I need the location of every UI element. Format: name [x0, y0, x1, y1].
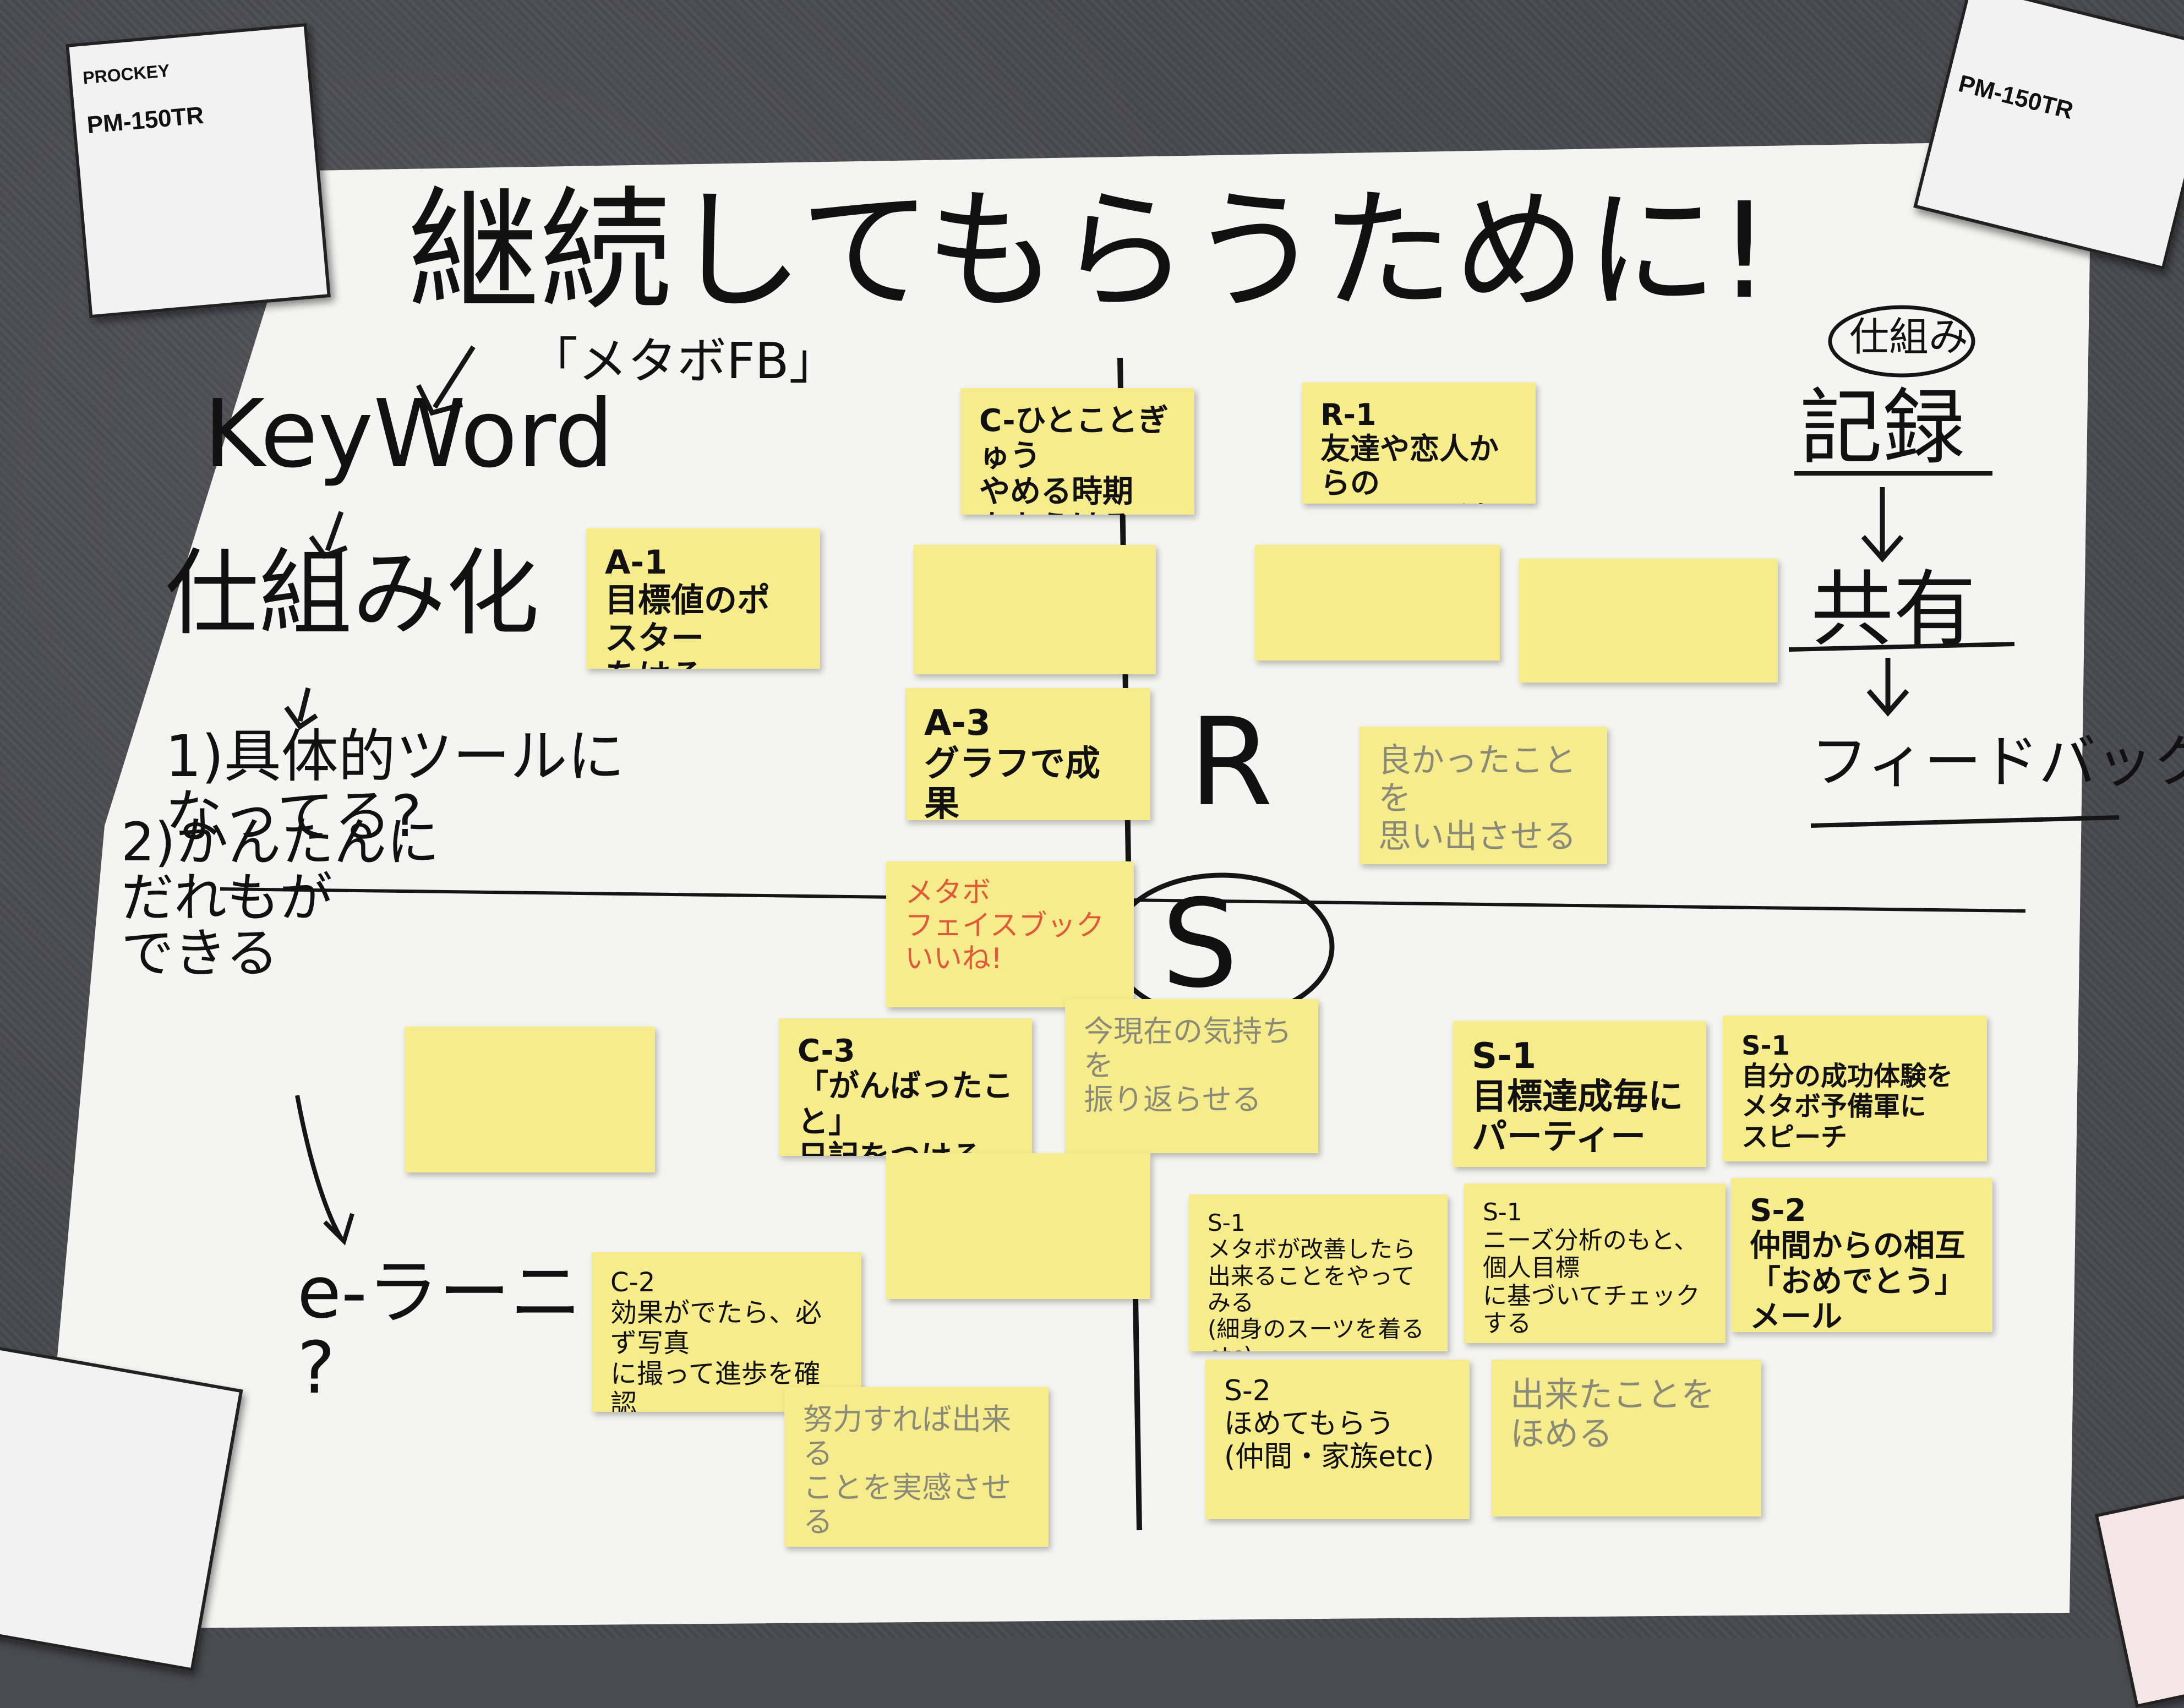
sticky-note-praise-done: 出来たことを ほめる — [1492, 1360, 1761, 1516]
sticky-note-s1-success: S-1 自分の成功体験を メタボ予備軍に スピーチ — [1723, 1016, 1987, 1161]
sticky-note-s1-needs: S-1 ニーズ分析のもと、個人目標 に基づいてチェックする — [1464, 1183, 1726, 1343]
sticky-note-effort-feel: 努力すれば出来る ことを実感させる — [784, 1387, 1049, 1547]
mechanize: 仕組み化 — [165, 539, 540, 648]
sticky-note-s1-party: S-1 目標達成毎に パーティー — [1453, 1021, 1706, 1167]
sticky-note-faint-4 — [405, 1027, 655, 1172]
sticky-note-s1-improve: S-1 メタボが改善したら 出来ることをやってみる (細身のスーツを着るetc) — [1189, 1194, 1448, 1351]
sticky-note-c1: C-ひとことぎゅう やめる時期 をもうける — [960, 388, 1194, 515]
quadrant-r: R — [1189, 692, 1273, 833]
flow-feedback: フィードバック — [1811, 728, 2184, 795]
circle-mark — [1828, 305, 1975, 378]
quote-metabo-fb: 「メタボFB」 — [528, 332, 839, 390]
tag-mechanism: 仕組み — [1849, 314, 1969, 360]
marker-box-top-left: PM-150TR PROCKEY — [65, 23, 331, 319]
sticky-note-c2: C-2 効果がでたら、必ず写真 に撮って進歩を確認 — [592, 1252, 861, 1412]
sticky-note-s2-praise: S-2 ほめてもらう (仲間・家族etc) — [1205, 1360, 1470, 1519]
title: 継続してもらうために! — [407, 174, 1771, 328]
tool-question: 1)具体的ツールに なってる? — [165, 723, 625, 850]
sticky-note-s2-message: S-2 仲間からの相互 「おめでとう」メール — [1731, 1178, 1992, 1332]
sticky-note-a3: A-3 グラフで成果 の可視化 — [905, 688, 1150, 820]
sticky-note-faint-5 — [886, 1153, 1150, 1299]
sticky-note-c3: C-3 「がんばったこと」 日記をつける — [779, 1018, 1032, 1156]
sticky-note-faint-3 — [1519, 559, 1778, 683]
sticky-note-a1: A-1 目標値のポスター をはる — [586, 528, 820, 669]
quadrant-s: S — [1161, 874, 1238, 1014]
keyword: KeyWord — [204, 380, 614, 489]
flow-share: 共有 — [1811, 562, 1976, 658]
sticky-note-faint-1 — [914, 545, 1156, 674]
sticky-note-r1: R-1 友達や恋人からの メッセージを定期 — [1302, 383, 1536, 504]
easy-line: 2)かんたんに だれもが できる — [121, 811, 440, 984]
sticky-note-metabo-fb: メタボ フェイスブック いいね! — [886, 861, 1134, 1007]
sticky-note-now-feeling: 今現在の気持ちを 振り返らせる — [1065, 999, 1318, 1153]
sticky-note-good-things: 良かったことを 思い出させる — [1359, 727, 1607, 864]
sticky-note-faint-2 — [1255, 545, 1500, 661]
flow-record: 記録 — [1800, 380, 1965, 476]
